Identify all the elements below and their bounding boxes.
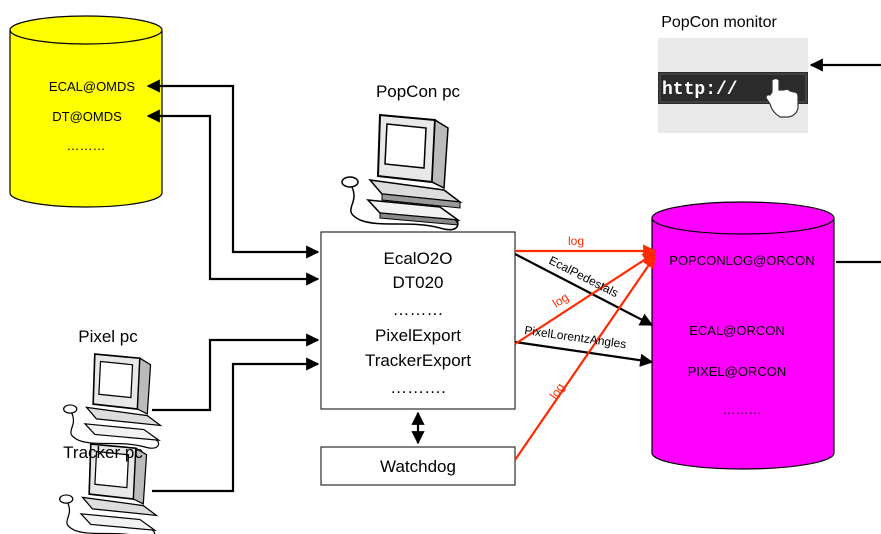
orcon-line-popconlog: POPCONLOG@ORCON bbox=[669, 253, 814, 268]
job-ecal-o2o: EcalO2O bbox=[384, 249, 453, 268]
popcon-monitor-screenshot: http:// bbox=[658, 38, 808, 133]
log-label-2: log bbox=[550, 290, 571, 310]
popcon-monitor-label: PopCon monitor bbox=[661, 14, 777, 31]
tracker-pc-computer-icon bbox=[59, 443, 159, 534]
orcon-database: POPCONLOG@ORCON ECAL@ORCON PIXEL@ORCON …… bbox=[651, 201, 835, 470]
popcon-pc-computer-icon bbox=[341, 113, 463, 231]
tracker-pc-label: Tracker pc bbox=[63, 443, 143, 462]
omds-line-ecal: ECAL@OMDS bbox=[49, 79, 135, 94]
connector-arrows bbox=[146, 58, 881, 493]
omds-line-more: ……… bbox=[67, 138, 106, 153]
watchdog-label: Watchdog bbox=[380, 457, 456, 476]
orcon-line-more: ……… bbox=[723, 402, 762, 417]
orcon-line-ecal: ECAL@ORCON bbox=[689, 323, 785, 338]
job-more-2: ………. bbox=[390, 378, 446, 397]
pixel-lorentz-angles-label: PixelLorentzAngles bbox=[524, 323, 628, 351]
job-tracker-export: TrackerExport bbox=[365, 351, 471, 370]
arrow-dt-omds bbox=[146, 109, 320, 286]
job-dt020: DT020 bbox=[392, 273, 443, 292]
arrow-tracker-pc bbox=[152, 357, 320, 493]
pixel-pc-computer-icon bbox=[63, 353, 163, 449]
orcon-line-pixel: PIXEL@ORCON bbox=[688, 364, 786, 379]
log-label-1: log bbox=[568, 234, 584, 248]
arrow-ecal-pedestals bbox=[514, 253, 654, 326]
job-more-1: ……… bbox=[393, 300, 444, 319]
omds-line-dt: DT@OMDS bbox=[52, 109, 122, 124]
hand-cursor-icon bbox=[765, 77, 799, 118]
log-arrow-2 bbox=[514, 252, 657, 345]
job-pixel-export: PixelExport bbox=[375, 326, 461, 345]
log-label-3: log bbox=[547, 381, 568, 402]
omds-database: ECAL@OMDS DT@OMDS ……… bbox=[9, 15, 163, 208]
arrow-pixel-pc bbox=[152, 333, 320, 412]
arrow-pixel-lorentz bbox=[514, 340, 654, 367]
watchdog-box: Watchdog bbox=[320, 446, 516, 486]
monitor-url-text: http:// bbox=[662, 80, 738, 100]
popcon-jobs-box: EcalO2O DT020 ……… PixelExport TrackerExp… bbox=[320, 231, 516, 410]
popcon-pc-label: PopCon pc bbox=[376, 82, 461, 101]
pixel-pc-label: Pixel pc bbox=[78, 327, 138, 346]
log-arrows bbox=[514, 244, 657, 461]
arrow-ecal-omds bbox=[146, 79, 320, 259]
log-arrow-3 bbox=[514, 254, 656, 461]
